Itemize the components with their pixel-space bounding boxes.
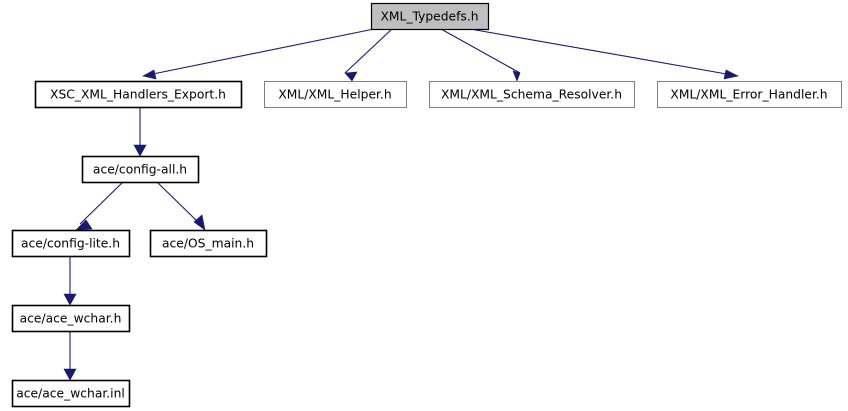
arrowhead-icon (512, 70, 521, 82)
node-box[interactable] (11, 229, 131, 258)
arrowhead-icon (344, 71, 358, 82)
arrowhead-icon (75, 219, 93, 231)
graph-node-config_all[interactable]: ace/config-all.h (81, 155, 200, 184)
dependency-edge (469, 28, 739, 80)
node-label: ace/OS_main.h (162, 237, 254, 251)
edge-line (142, 28, 375, 77)
node-box[interactable] (370, 2, 490, 31)
node-box[interactable] (11, 379, 131, 408)
node-box[interactable] (11, 304, 131, 333)
node-box[interactable] (81, 155, 200, 184)
dependency-edge (63, 331, 77, 381)
node-label: XML/XML_Schema_Resolver.h (441, 88, 622, 102)
dependency-edge (133, 107, 147, 157)
node-box[interactable] (34, 80, 243, 109)
node-label: ace/config-all.h (93, 163, 187, 177)
node-label: ace/ace_wchar.h (20, 312, 122, 326)
graph-node-xml_error_handler[interactable]: XML/XML_Error_Handler.h (657, 81, 842, 108)
dependency-edge (142, 28, 375, 80)
graph-node-ace_wchar_h[interactable]: ace/ace_wchar.h (11, 304, 131, 333)
dependency-edge (344, 28, 393, 82)
node-label: ace/ace_wchar.inl (16, 387, 125, 401)
node-box[interactable] (657, 81, 842, 108)
graph-node-ace_wchar_inl[interactable]: ace/ace_wchar.inl (11, 379, 131, 408)
graph-node-config_lite[interactable]: ace/config-lite.h (11, 229, 131, 258)
graph-node-root[interactable]: XML_Typedefs.h (370, 2, 490, 31)
node-label: XML/XML_Helper.h (278, 88, 391, 102)
dependency-edge (156, 181, 206, 231)
node-box[interactable] (264, 81, 407, 108)
arrowhead-icon (723, 69, 739, 80)
arrowhead-icon (133, 144, 147, 157)
arrowhead-icon (142, 69, 157, 80)
edge-line (344, 28, 393, 74)
node-box[interactable] (149, 229, 268, 258)
node-label: XML/XML_Error_Handler.h (670, 88, 827, 102)
dependency-edge (440, 28, 521, 82)
node-box[interactable] (429, 81, 635, 108)
edge-line (440, 28, 521, 74)
dependency-edge (63, 256, 77, 306)
arrowhead-icon (63, 293, 77, 306)
dependency-edge (75, 181, 124, 231)
node-label: ace/config-lite.h (21, 237, 120, 251)
edge-line (79, 181, 124, 225)
node-label: XML_Typedefs.h (380, 10, 478, 24)
arrowhead-icon (63, 368, 77, 381)
graph-node-xml_helper[interactable]: XML/XML_Helper.h (264, 81, 407, 108)
edge-line (156, 181, 201, 225)
node-label: XSC_XML_Handlers_Export.h (50, 88, 226, 102)
graph-node-os_main[interactable]: ace/OS_main.h (149, 229, 268, 258)
edge-line (469, 28, 739, 77)
arrowhead-icon (193, 214, 206, 231)
graph-node-xml_schema_resolver[interactable]: XML/XML_Schema_Resolver.h (429, 81, 635, 108)
edges-layer (63, 28, 739, 381)
graph-node-xsc_export[interactable]: XSC_XML_Handlers_Export.h (34, 80, 243, 109)
